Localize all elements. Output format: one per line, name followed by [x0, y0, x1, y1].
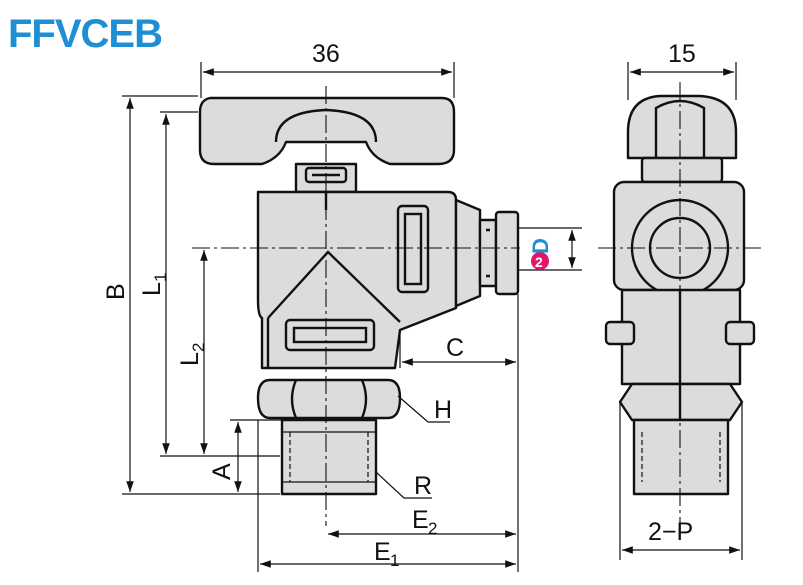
dim-H-label: H — [434, 396, 452, 424]
svg-text:L: L — [176, 352, 204, 366]
hex-nut — [256, 378, 402, 420]
svg-text:E: E — [412, 506, 429, 534]
front-view — [192, 86, 520, 526]
dim-L2-label: L 2 — [176, 343, 208, 366]
svg-text:D: D — [528, 238, 553, 254]
svg-text:E: E — [374, 538, 391, 566]
dimension-lines — [122, 62, 743, 572]
dim-A-label: A — [208, 463, 236, 480]
svg-text:1: 1 — [390, 551, 399, 570]
thread-stub — [280, 418, 378, 496]
svg-text:2: 2 — [535, 254, 543, 270]
svg-text:1: 1 — [151, 273, 170, 282]
side-view — [598, 82, 762, 540]
dim-L1-label: L 1 — [138, 273, 170, 296]
dim-R-label: R — [414, 472, 432, 500]
dim-36-label: 36 — [312, 40, 340, 68]
svg-text:2: 2 — [189, 343, 208, 352]
svg-text:L: L — [138, 282, 166, 296]
product-code-title: FFVCEB — [8, 12, 163, 56]
dim-E1-label: E 1 — [374, 538, 399, 570]
handle — [198, 96, 456, 166]
badge-icon — [531, 252, 549, 270]
dim-D-label: 2 D — [528, 238, 553, 270]
dim-C-label: C — [446, 334, 464, 362]
dim-2P-label: 2−P — [648, 518, 693, 546]
dim-B-label: B — [102, 283, 130, 300]
dim-E2-label: E 2 — [412, 506, 437, 538]
svg-text:2: 2 — [428, 519, 437, 538]
dim-15-label: 15 — [668, 40, 696, 68]
